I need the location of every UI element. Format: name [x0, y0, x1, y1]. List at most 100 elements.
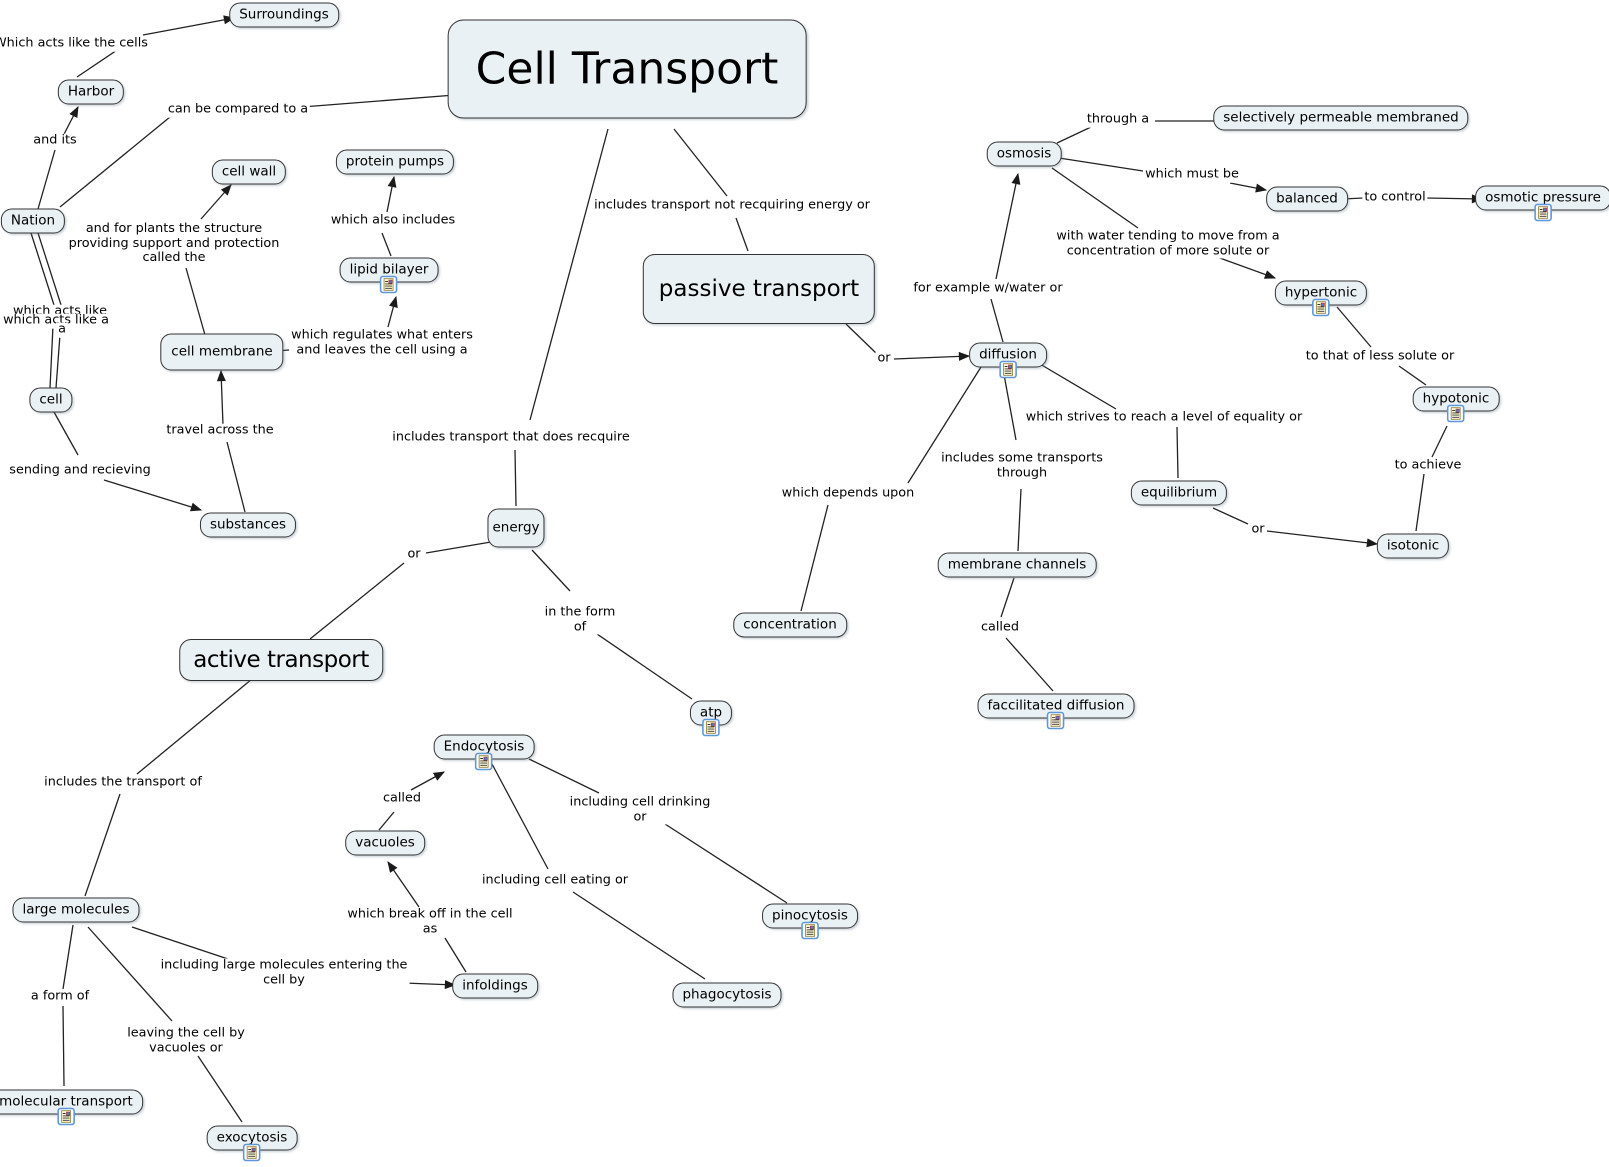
concept-equilibrium[interactable]: equilibrium	[1130, 480, 1228, 506]
concept-osmotic-pressure[interactable]: osmotic pressure	[1475, 185, 1609, 222]
concept-atp[interactable]: atp	[689, 700, 733, 737]
concept-passive-transport[interactable]: passive transport	[642, 254, 876, 324]
linking-phrase-with-water: with water tending to move from a concen…	[1054, 228, 1282, 259]
concept-protein-pumps[interactable]: protein pumps	[335, 149, 455, 175]
linking-phrase-leaving-the-cell: leaving the cell by vacuoles or	[125, 1025, 247, 1056]
link-line	[381, 232, 392, 257]
resource-icon[interactable]	[475, 752, 493, 771]
concept-infoldings[interactable]: infoldings	[452, 973, 538, 999]
link-line	[845, 323, 878, 355]
linking-phrase-in-the-form-of: in the form of	[542, 604, 618, 635]
concept-hypotonic[interactable]: hypotonic	[1412, 386, 1500, 423]
resource-icon[interactable]	[801, 921, 819, 940]
resource-icon[interactable]	[1312, 298, 1330, 317]
concept-label: cell	[39, 391, 63, 408]
link-line	[673, 128, 728, 197]
concept-cell[interactable]: cell	[29, 387, 73, 413]
concept-label: Harbor	[67, 83, 115, 100]
concept-pinocytosis[interactable]: pinocytosis	[762, 903, 858, 940]
concept-label: Surroundings	[239, 6, 329, 23]
concept-cell-transport[interactable]: Cell Transport	[447, 19, 807, 119]
concept-label: hypertonic	[1284, 284, 1358, 301]
concept-nation[interactable]: Nation	[0, 208, 66, 234]
concept-balanced[interactable]: balanced	[1266, 186, 1348, 212]
link-line	[59, 116, 171, 208]
link-line	[1058, 157, 1144, 172]
linking-phrase-to-control: to control	[1362, 189, 1428, 206]
concept-hypertonic[interactable]: hypertonic	[1274, 280, 1368, 317]
concept-label: osmosis	[996, 145, 1052, 162]
linking-phrase-or-diffusion: or	[875, 350, 893, 367]
concept-concentration[interactable]: concentration	[733, 612, 847, 638]
link-line	[87, 926, 173, 1022]
concept-substances[interactable]: substances	[199, 512, 297, 538]
concept-faccilitated-diffusion[interactable]: faccilitated diffusion	[977, 693, 1135, 730]
resource-icon[interactable]	[1534, 203, 1552, 222]
linking-phrase-called-endocytosis: called	[381, 790, 423, 807]
concept-cell-wall[interactable]: cell wall	[211, 159, 287, 185]
link-line	[1005, 637, 1054, 692]
link-line	[444, 937, 467, 973]
concept-active-transport[interactable]: active transport	[179, 639, 383, 681]
link-line	[1415, 473, 1425, 532]
linking-phrase-for-example: for example w/water or	[911, 280, 1065, 297]
link-line	[1266, 530, 1379, 548]
link-line	[185, 267, 206, 336]
concept-diffusion[interactable]: diffusion	[969, 342, 1047, 379]
concept-isotonic[interactable]: isotonic	[1376, 533, 1450, 559]
concept-cell-membrane[interactable]: cell membrane	[160, 333, 284, 371]
linking-phrase-includes-transport-of: includes the transport of	[42, 774, 204, 791]
link-line	[200, 184, 232, 220]
concept-label: isotonic	[1386, 537, 1440, 554]
concept-harbor[interactable]: Harbor	[57, 79, 125, 105]
linking-phrase-some-transports: includes some transports through	[939, 450, 1105, 481]
resource-icon[interactable]	[380, 275, 398, 294]
concept-label: concentration	[743, 616, 837, 633]
concept-osmosis[interactable]: osmosis	[986, 141, 1062, 167]
concept-label: membrane channels	[947, 556, 1087, 573]
link-line	[309, 562, 405, 640]
resource-icon[interactable]	[1447, 404, 1465, 423]
concept-exocytosis[interactable]: exocytosis	[206, 1125, 298, 1162]
concept-label: active transport	[193, 647, 369, 673]
resource-icon[interactable]	[57, 1107, 75, 1126]
concept-endocytosis[interactable]: Endocytosis	[433, 734, 535, 771]
linking-phrase-acts-like-a-suffix: a	[56, 321, 68, 338]
resource-icon[interactable]	[999, 360, 1017, 379]
concept-vacuoles[interactable]: vacuoles	[345, 830, 425, 856]
linking-phrase-which-also-includes: which also includes	[328, 212, 458, 229]
link-line	[1425, 194, 1484, 204]
resource-icon[interactable]	[702, 718, 720, 737]
concept-surroundings[interactable]: Surroundings	[229, 2, 339, 28]
link-line	[403, 980, 457, 990]
concept-large-molecules[interactable]: large molecules	[12, 897, 140, 923]
linking-phrase-which-must-be: which must be	[1143, 166, 1241, 183]
resource-icon[interactable]	[1047, 711, 1065, 730]
concept-energy[interactable]: energy	[487, 508, 545, 548]
linking-phrase-or-isotonic: or	[1249, 521, 1267, 538]
concept-label: vacuoles	[355, 834, 415, 851]
link-line	[410, 771, 445, 791]
concept-label: cell membrane	[171, 343, 273, 360]
concept-label: substances	[209, 516, 287, 533]
concept-molecular-transport[interactable]: molecular transport	[0, 1089, 143, 1126]
link-line	[990, 298, 1004, 343]
link-line	[103, 479, 203, 512]
concept-label: phagocytosis	[682, 986, 772, 1003]
concept-phagocytosis[interactable]: phagocytosis	[672, 982, 782, 1008]
link-line	[596, 633, 693, 700]
link-line	[1336, 306, 1372, 348]
concept-selectively-permeable-membraned[interactable]: selectively permeable membraned	[1213, 105, 1469, 131]
concept-lipid-bilayer[interactable]: lipid bilayer	[339, 257, 439, 294]
concept-label: hypotonic	[1422, 390, 1490, 407]
linking-phrase-not-recquiring: includes transport not recquiring energy…	[592, 197, 872, 214]
resource-icon[interactable]	[243, 1143, 261, 1162]
linking-phrase-through-a: through a	[1084, 111, 1152, 128]
link-line	[531, 549, 571, 592]
linking-phrase-plants-structure: and for plants the structure providing s…	[66, 221, 282, 266]
concept-membrane-channels[interactable]: membrane channels	[937, 552, 1097, 578]
link-line	[1229, 182, 1268, 193]
linking-phrase-and-its: and its	[31, 132, 79, 149]
link-line	[197, 1055, 243, 1123]
